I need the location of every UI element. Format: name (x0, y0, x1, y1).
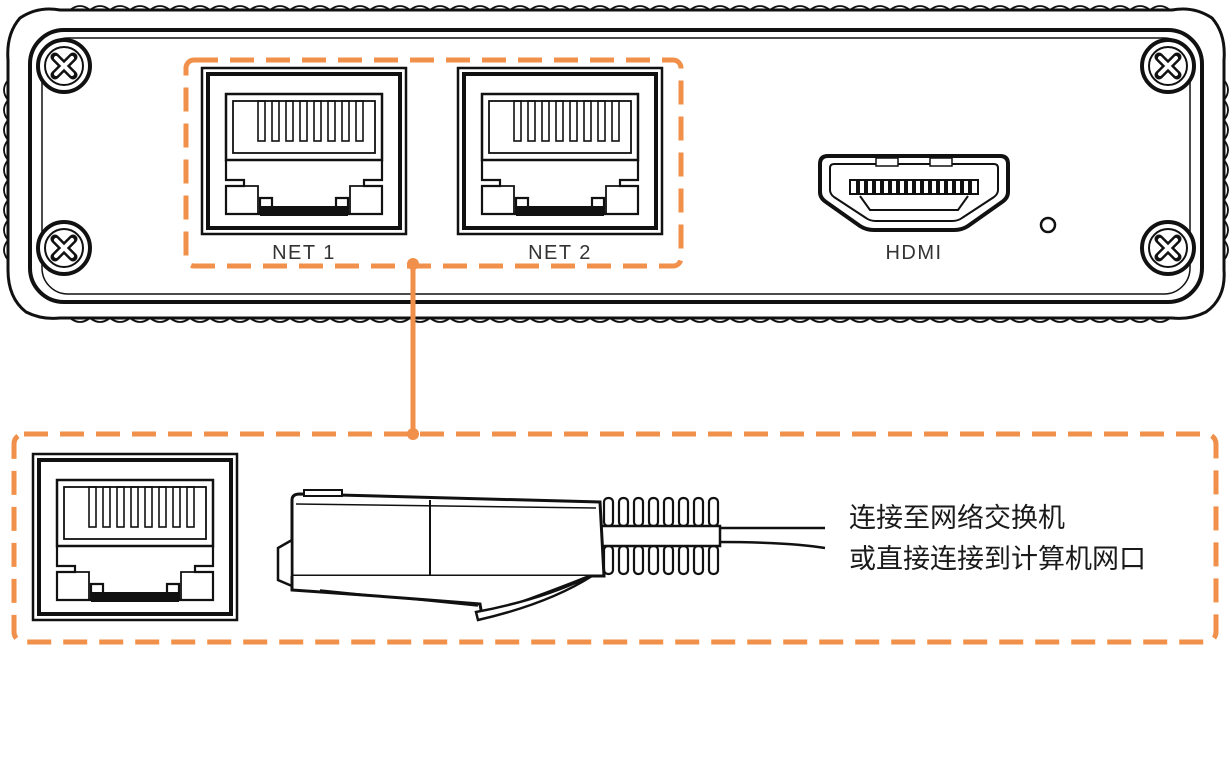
callout-caption-line2: 或直接连接到计算机网口 (849, 544, 1146, 575)
housing-ridges-bottom (69, 316, 1171, 323)
leader-dot-top (407, 258, 419, 270)
net2-label: NET 2 (528, 242, 592, 264)
screw-icon (1142, 40, 1194, 92)
screw-icon (1142, 222, 1194, 274)
leader-dot-bottom (407, 428, 419, 440)
housing-ridges-top (69, 5, 1171, 12)
net-ports-highlight-box (183, 57, 684, 269)
device-faceplate-inner (41, 37, 1191, 295)
screw-icon (38, 222, 90, 274)
device-front-panel: NET 1 NET 2 (3, 5, 1229, 323)
hdmi-port: HDMI (818, 154, 1010, 264)
callout-caption-line1: 连接至网络交换机 (849, 503, 1065, 534)
housing-ridges-right (1222, 79, 1229, 261)
net2-port: NET 2 (456, 66, 664, 264)
screw-icon (38, 40, 90, 92)
rj45-port-icon (31, 452, 239, 622)
status-led-icon (1039, 216, 1057, 234)
rj45-port-icon (456, 66, 664, 236)
rj45-port-icon (200, 66, 408, 236)
net1-label: NET 1 (272, 242, 336, 264)
highlight-group (183, 57, 684, 440)
callout-detail: 连接至网络交换机 或直接连接到计算机网口 (11, 431, 1219, 645)
hdmi-port-icon (818, 154, 1010, 232)
housing-ridges-left (3, 79, 10, 261)
hdmi-label: HDMI (885, 242, 942, 264)
net1-port: NET 1 (200, 66, 408, 264)
rj45-plug-cable-icon (276, 489, 826, 622)
callout-box (11, 431, 1219, 645)
